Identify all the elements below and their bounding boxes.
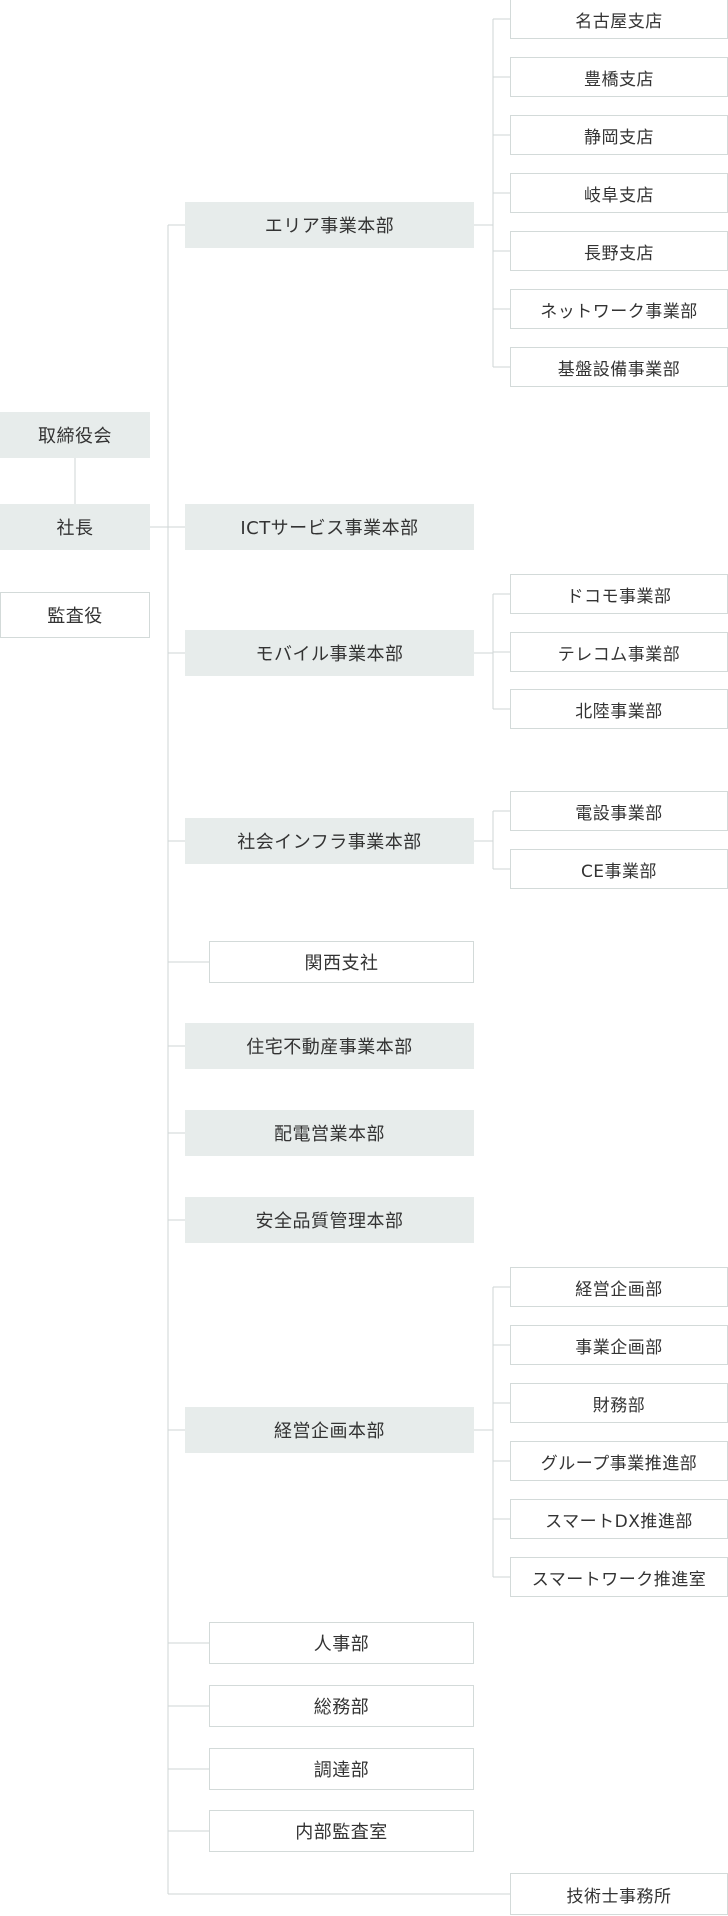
division-area: エリア事業本部 — [185, 202, 474, 248]
sub-dept-planning-3: グループ事業推進部 — [510, 1441, 728, 1481]
sub-dept-planning-5: スマートワーク推進室 — [510, 1557, 728, 1597]
division-ict: ICTサービス事業本部 — [185, 504, 474, 550]
sub-dept-area-3: 岐阜支店 — [510, 173, 728, 213]
sub-dept-infra-0: 電設事業部 — [510, 791, 728, 831]
division-procure: 調達部 — [209, 1748, 474, 1790]
sub-dept-area-5: ネットワーク事業部 — [510, 289, 728, 329]
sub-dept-area-4: 長野支店 — [510, 231, 728, 271]
president: 社長 — [0, 504, 150, 550]
sub-dept-mobile-2: 北陸事業部 — [510, 689, 728, 729]
sub-dept-mobile-1: テレコム事業部 — [510, 632, 728, 672]
auditor: 監査役 — [0, 592, 150, 638]
sub-dept-area-6: 基盤設備事業部 — [510, 347, 728, 387]
sub-dept-planning-2: 財務部 — [510, 1383, 728, 1423]
division-general: 総務部 — [209, 1685, 474, 1727]
division-safety: 安全品質管理本部 — [185, 1197, 474, 1243]
sub-dept-infra-1: CE事業部 — [510, 849, 728, 889]
sub-dept-planning-1: 事業企画部 — [510, 1325, 728, 1365]
sub-dept-planning-4: スマートDX推進部 — [510, 1499, 728, 1539]
sub-dept-area-0: 名古屋支店 — [510, 0, 728, 39]
sub-dept-area-1: 豊橋支店 — [510, 57, 728, 97]
sub-dept-area-2: 静岡支店 — [510, 115, 728, 155]
division-mobile: モバイル事業本部 — [185, 630, 474, 676]
sub-dept-planning-0: 経営企画部 — [510, 1267, 728, 1307]
division-hr: 人事部 — [209, 1622, 474, 1664]
division-planning: 経営企画本部 — [185, 1407, 474, 1453]
division-infra: 社会インフラ事業本部 — [185, 818, 474, 864]
division-kansai: 関西支社 — [209, 941, 474, 983]
division-power: 配電営業本部 — [185, 1110, 474, 1156]
board-of-directors: 取締役会 — [0, 412, 150, 458]
division-audit: 内部監査室 — [209, 1810, 474, 1852]
sub-dept-mobile-0: ドコモ事業部 — [510, 574, 728, 614]
division-housing: 住宅不動産事業本部 — [185, 1023, 474, 1069]
engineer-office: 技術士事務所 — [510, 1873, 728, 1915]
